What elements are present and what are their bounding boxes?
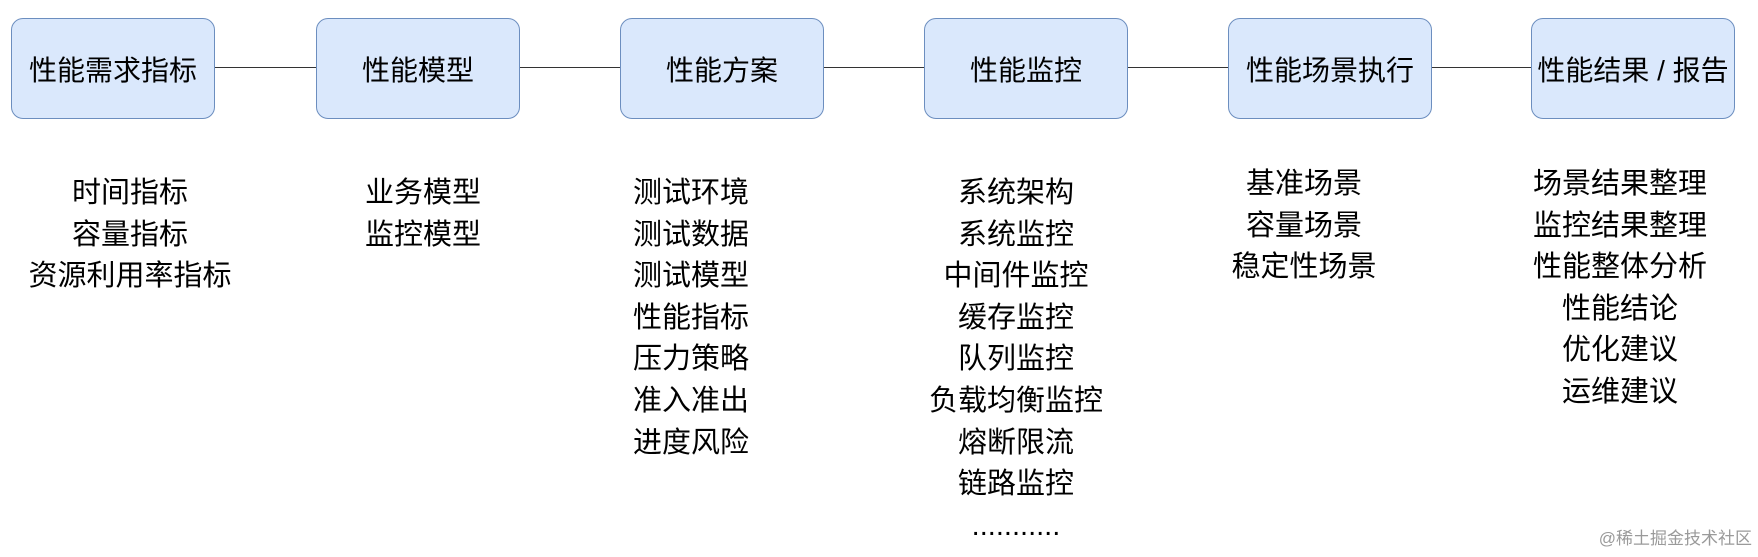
list-item: 资源利用率指标: [28, 260, 232, 293]
stage-box-performance-plan: 性能方案: [620, 18, 824, 119]
list-item: 进度风险: [633, 426, 750, 459]
stage-title: 性能方案: [665, 54, 778, 86]
list-item: 性能整体分析: [1532, 251, 1707, 284]
stage-items-performance-results-report: 场景结果整理 监控结果整理 性能整体分析 性能结论 优化建议 运维建议: [1500, 164, 1740, 414]
stage-box-performance-scenario-execution: 性能场景执行: [1228, 18, 1432, 119]
list-item: 准入准出: [633, 384, 750, 417]
list-item: 熔断限流: [957, 426, 1074, 459]
list-item: 系统监控: [957, 218, 1074, 251]
list-item: 测试模型: [633, 260, 750, 293]
stage-items-performance-scenario-execution: 基准场景 容量场景 稳定性场景: [1184, 164, 1424, 289]
stage-box-performance-monitoring: 性能监控: [924, 18, 1128, 119]
stage-title: 性能监控: [969, 54, 1082, 86]
list-item: 链路监控: [957, 468, 1074, 501]
stage-box-performance-model: 性能模型: [316, 18, 520, 119]
list-item: 稳定性场景: [1231, 251, 1377, 284]
list-item: 运维建议: [1561, 375, 1678, 408]
list-item: 基准场景: [1245, 168, 1362, 200]
stage-box-performance-requirements: 性能需求指标: [11, 18, 215, 119]
list-item-ellipsis: ...........: [971, 509, 1061, 542]
list-item: 性能结论: [1561, 292, 1678, 325]
list-item: 监控模型: [364, 218, 481, 251]
connector-line: [215, 67, 316, 68]
list-item: 测试环境: [633, 177, 750, 209]
connector-line: [520, 67, 620, 68]
list-item: 优化建议: [1561, 334, 1678, 367]
watermark: @稀土掘金技术社区: [1598, 529, 1752, 548]
connector-line: [1128, 67, 1228, 68]
stage-title: 性能需求指标: [28, 54, 197, 86]
list-item: 监控结果整理: [1532, 209, 1707, 242]
list-item: 性能指标: [633, 301, 750, 334]
stage-title: 性能场景执行: [1245, 54, 1414, 86]
list-item: 场景结果整理: [1532, 168, 1707, 200]
stage-title: 性能模型: [361, 54, 474, 86]
list-item: 队列监控: [957, 343, 1074, 376]
connector-line: [1432, 67, 1531, 68]
stage-items-performance-monitoring: 系统架构 系统监控 中间件监控 缓存监控 队列监控 负载均衡监控 熔断限流 链路…: [896, 173, 1136, 547]
list-item: 时间指标: [71, 177, 188, 209]
stage-items-performance-model: 业务模型 监控模型: [303, 173, 543, 256]
list-item: 中间件监控: [943, 260, 1089, 293]
stage-items-performance-plan: 测试环境 测试数据 测试模型 性能指标 压力策略 准入准出 进度风险: [633, 173, 833, 464]
stage-title: 性能结果 / 报告: [1537, 54, 1729, 86]
stage-box-performance-results-report: 性能结果 / 报告: [1531, 18, 1735, 119]
list-item: 容量指标: [71, 218, 188, 251]
list-item: 业务模型: [364, 177, 481, 209]
list-item: 系统架构: [957, 177, 1074, 209]
list-item: 测试数据: [633, 218, 750, 251]
connector-line: [824, 67, 924, 68]
list-item: 容量场景: [1245, 209, 1362, 242]
list-item: 缓存监控: [957, 301, 1074, 334]
list-item: 压力策略: [633, 343, 750, 376]
list-item: 负载均衡监控: [928, 384, 1103, 417]
stage-items-performance-requirements: 时间指标 容量指标 资源利用率指标: [10, 173, 250, 298]
